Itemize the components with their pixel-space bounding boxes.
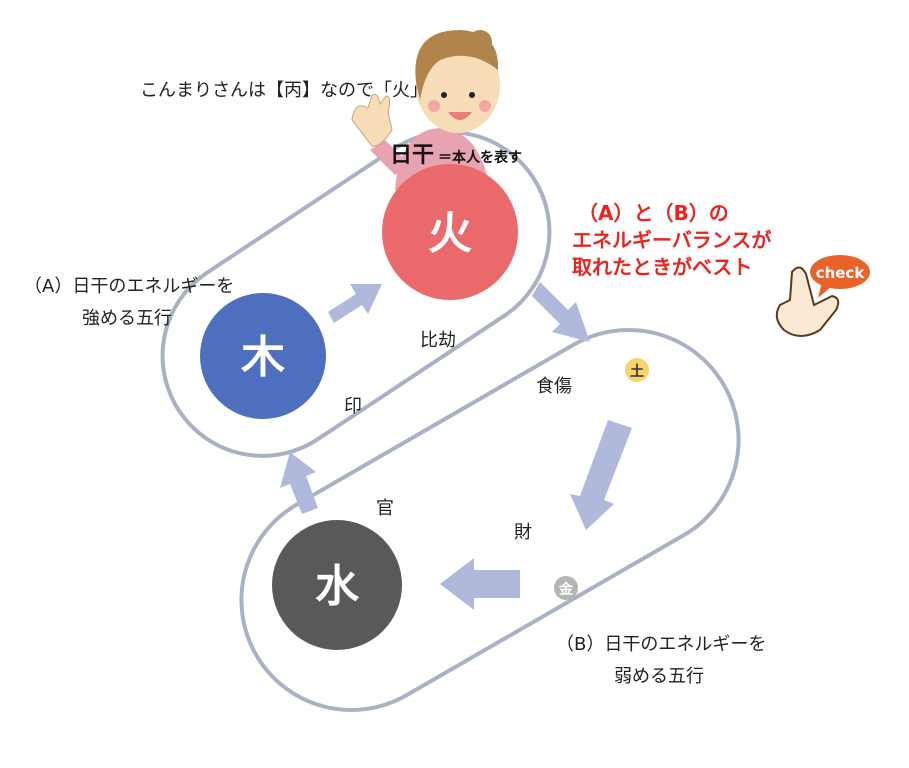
arrow-wood-to-fire: [328, 284, 382, 323]
arrow-metal-to-water: [440, 558, 520, 610]
earth-circle: [625, 358, 649, 382]
relation-in: 印: [344, 396, 362, 417]
fire-circle: [382, 164, 518, 300]
relation-kan: 官: [376, 498, 394, 519]
group-b-line1: （B）日干のエネルギーを: [556, 634, 766, 655]
arrow-water-to-wood: [280, 452, 318, 514]
water-label: 水: [315, 561, 360, 612]
metal-circle: [554, 576, 578, 600]
arrows: [280, 282, 632, 610]
relation-zai: 財: [514, 522, 532, 543]
nichikan-label: 日干: [390, 143, 434, 168]
loop-b: [239, 328, 741, 712]
check-badge-text: check: [816, 264, 866, 282]
loop-a: [160, 130, 552, 458]
balance-line3: 取れたときがベスト: [572, 255, 752, 279]
wood-circle: [200, 293, 326, 419]
relation-shokushou: 食傷: [536, 376, 572, 397]
nichikan-sub: ＝本人を表す: [438, 149, 522, 166]
arrow-earth-to-metal: [570, 420, 632, 530]
wood-label: 木: [241, 332, 285, 383]
group-a-line2: 強める五行: [82, 308, 172, 329]
fire-label: 火: [428, 208, 472, 259]
relation-hikou: 比劫: [420, 330, 456, 351]
pointing-hand-icon: [775, 266, 840, 337]
arrow-fire-to-earth: [532, 282, 590, 342]
group-b-line2: 弱める五行: [614, 666, 704, 687]
earth-label: 土: [630, 363, 644, 380]
balance-line1: （A）と（B）の: [578, 201, 729, 225]
balance-line2: エネルギーバランスが: [572, 228, 771, 252]
metal-label: 金: [558, 581, 574, 598]
note-text: こんまりさんは【丙】なので「火」: [140, 80, 428, 101]
water-circle: [272, 520, 402, 650]
check-badge: check: [810, 255, 870, 298]
group-a-line1: （A）日干のエネルギーを: [24, 276, 234, 297]
